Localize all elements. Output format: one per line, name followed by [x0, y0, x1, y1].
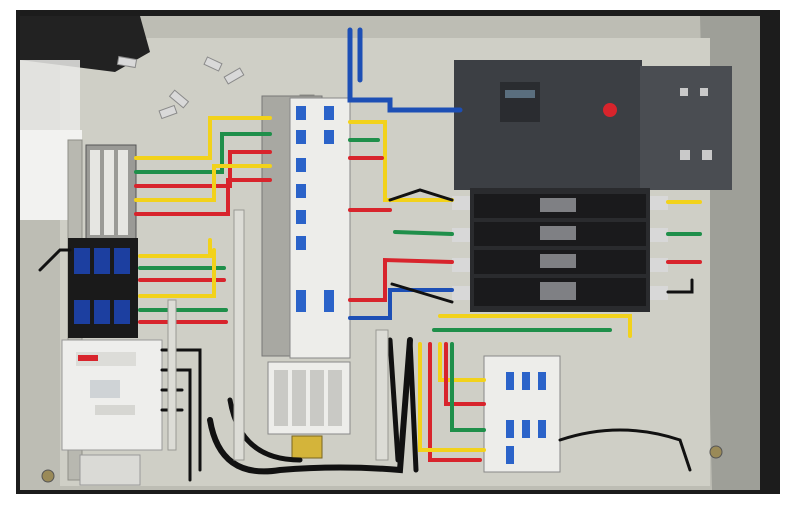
- bottom-screw-left: [41, 469, 55, 483]
- left-surge-protectors: [68, 238, 138, 338]
- left-terminal-blocks: [85, 144, 137, 241]
- automatic-transfer-switch: [454, 60, 732, 190]
- center-fuse-block: [267, 361, 351, 459]
- center-breaker-column: [261, 95, 351, 359]
- ats-switch-body: [452, 188, 668, 312]
- lower-right-breakers: [483, 355, 561, 473]
- ats-red-button: [603, 103, 617, 117]
- cable-ducts: [167, 209, 389, 461]
- black-pouch: [20, 16, 150, 72]
- energy-meter: [61, 339, 163, 486]
- loose-fittings: [116, 55, 245, 120]
- bottom-screw-right: [709, 445, 723, 459]
